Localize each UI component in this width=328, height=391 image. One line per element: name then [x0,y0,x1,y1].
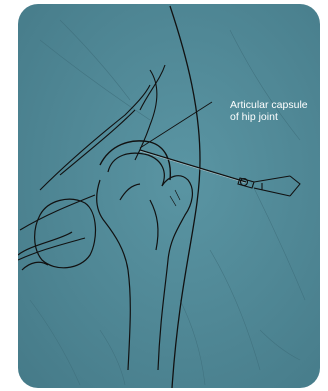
capsule-label-line1: Articular capsule [230,99,308,111]
anatomy-illustration [18,4,320,388]
panel-background [18,4,320,388]
capsule-label-line2: of hip joint [230,111,308,123]
illustration-panel: Articular capsule of hip joint [18,4,320,388]
capsule-label: Articular capsule of hip joint [230,99,308,123]
